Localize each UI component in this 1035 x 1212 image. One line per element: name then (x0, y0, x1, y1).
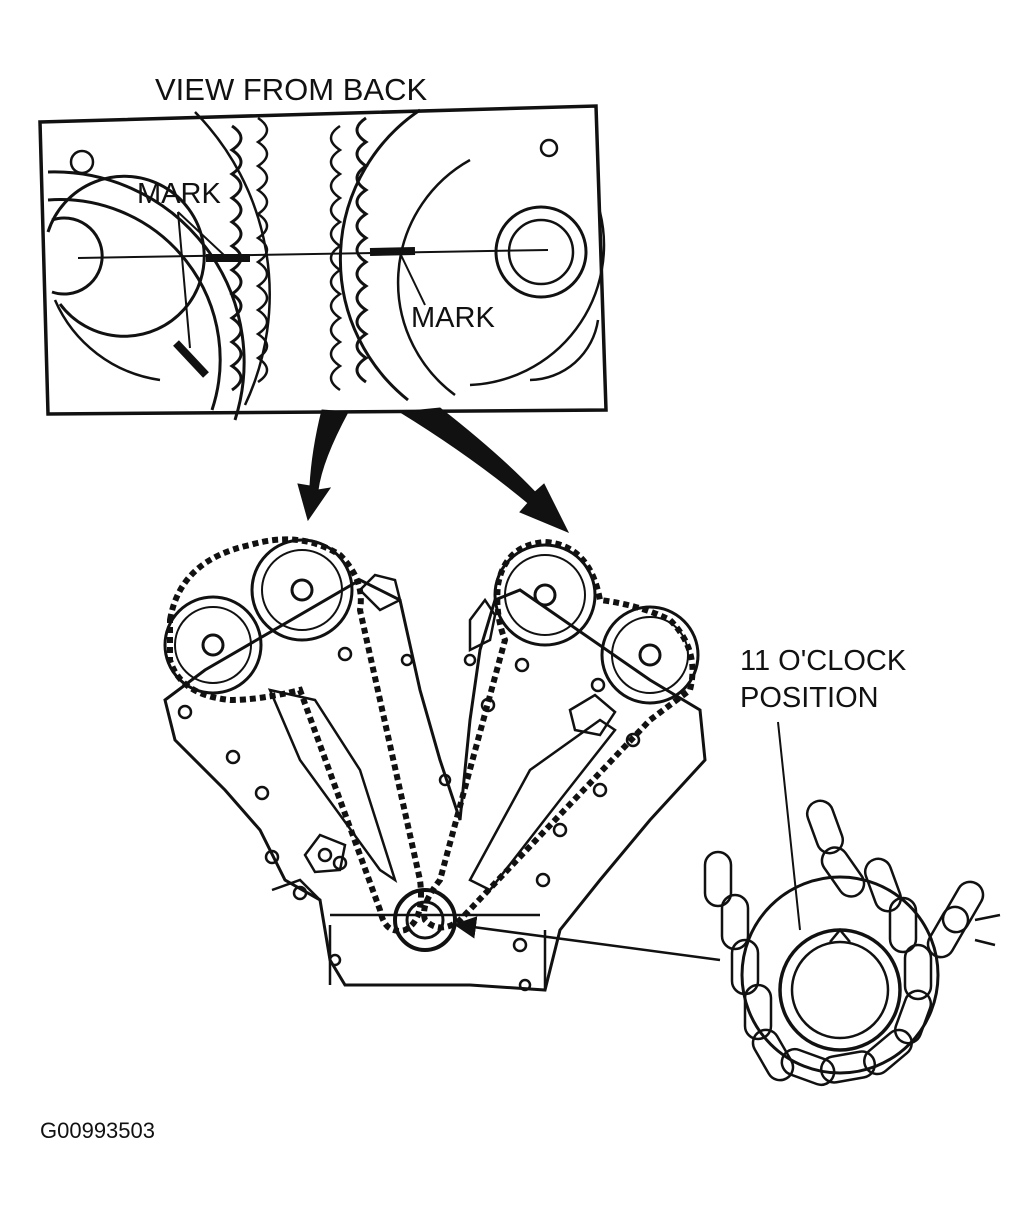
crank-detail-chain (703, 799, 985, 1087)
cam-sprocket-right-lower (600, 605, 700, 705)
inset-right-outer-arc (338, 108, 421, 402)
timing-chain-left (167, 536, 424, 934)
inset-hole-right (539, 138, 559, 158)
arrow-left-down (297, 409, 349, 522)
inset-hole-left (69, 149, 95, 175)
crank-detail (703, 721, 1001, 1087)
cam-sprocket-left-lower (163, 595, 263, 695)
inset-left-outer-arc (47, 170, 246, 421)
inset-right-hub-outer (494, 205, 588, 299)
crank-detail-hub (778, 928, 902, 1052)
crank-key-mark (829, 928, 851, 943)
arrow-right-down (398, 407, 570, 533)
crank-leader-arrow (453, 916, 721, 962)
inset-left-hub (46, 174, 206, 338)
cam-sprocket-right-upper (493, 543, 597, 647)
timing-mark-lower-left (173, 340, 209, 378)
belt-edge-right (355, 116, 369, 384)
inset-arrows (297, 407, 570, 533)
engine-front (163, 536, 707, 992)
inset-left-hub-inner (51, 216, 104, 296)
inset-right-hub-inner (507, 218, 575, 286)
clock-position-label-line1: 11 O'CLOCK (740, 645, 907, 677)
timing-chain-right (421, 538, 696, 931)
clock-position-leader (777, 721, 801, 931)
cam-sprocket-left-upper (250, 538, 354, 642)
inset-center-line (77, 249, 549, 259)
mark-label-right: MARK (411, 302, 495, 334)
clock-position-label-line2: POSITION (740, 682, 879, 714)
inset-view-panel (38, 104, 608, 421)
engine-block-outline (163, 578, 707, 992)
chain-guide-left (267, 688, 398, 884)
inset-left-arc (47, 198, 222, 411)
figure-code: G00993503 (40, 1118, 155, 1143)
timing-mark-right (369, 247, 416, 256)
crank-detail-outer (740, 875, 940, 1075)
mark-label-left: MARK (137, 178, 221, 210)
chain-guide-right (468, 718, 617, 892)
view-from-back-title: VIEW FROM BACK (155, 72, 428, 107)
